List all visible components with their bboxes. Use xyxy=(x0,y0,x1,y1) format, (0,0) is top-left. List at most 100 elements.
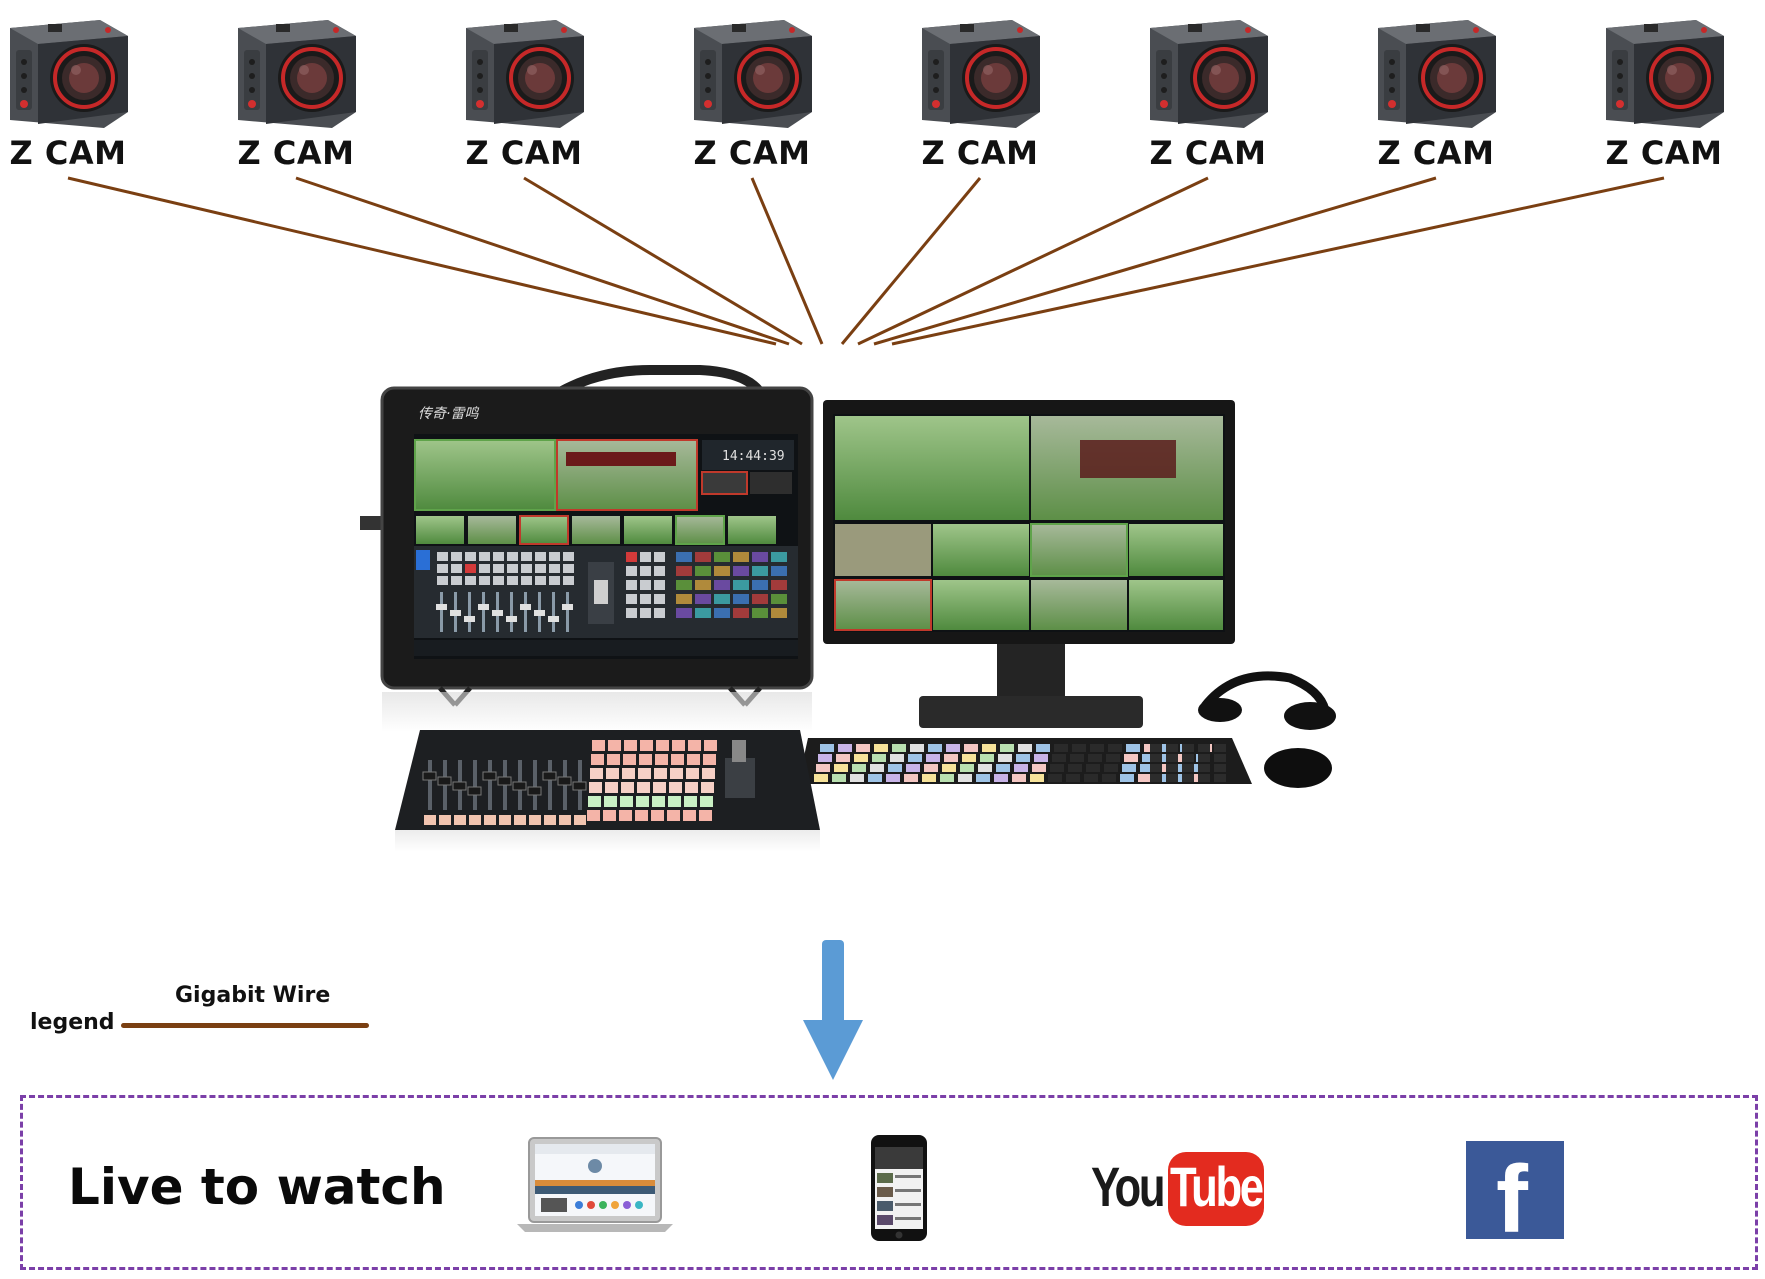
keyboard-key xyxy=(928,744,942,752)
switcher-key xyxy=(637,782,650,793)
unit-button xyxy=(493,564,504,573)
switcher-key xyxy=(638,768,651,779)
switcher-fader-knob xyxy=(557,776,572,786)
keyboard-key xyxy=(1174,774,1188,782)
unit-button xyxy=(437,576,448,585)
unit-effect-thumb xyxy=(752,566,768,576)
switcher-key xyxy=(619,810,632,821)
unit-clock: 14:44:39 xyxy=(722,449,785,464)
keyboard-key xyxy=(1072,744,1086,752)
switcher-key xyxy=(700,796,713,807)
switcher-key xyxy=(703,754,716,765)
keyboard-key xyxy=(1156,774,1170,782)
keyboard-key xyxy=(1018,744,1032,752)
gigabit-wire-3 xyxy=(523,176,803,346)
camera-icon xyxy=(694,20,812,128)
unit-effect-thumb xyxy=(714,580,730,590)
headphones xyxy=(1198,671,1336,730)
keyboard-key xyxy=(832,774,846,782)
switcher-key xyxy=(667,810,680,821)
keyboard-key xyxy=(906,764,920,772)
switcher-key xyxy=(699,810,712,821)
unit-effect-thumb xyxy=(676,580,692,590)
keyboard-key xyxy=(820,744,834,752)
switcher-key xyxy=(668,796,681,807)
unit-fader-knob xyxy=(492,610,503,616)
unit-button xyxy=(535,552,546,561)
switcher-key xyxy=(603,810,616,821)
keyboard-key xyxy=(1070,754,1084,762)
unit-switcher-buttons xyxy=(437,552,574,585)
youtube-tube-box xyxy=(1168,1152,1264,1226)
switcher-key xyxy=(687,754,700,765)
unit-fader-knob xyxy=(548,616,559,622)
switcher-key xyxy=(683,810,696,821)
keyboard-key xyxy=(1066,774,1080,782)
keyboard-key xyxy=(904,774,918,782)
camera-icon xyxy=(1378,20,1496,128)
camera-6: Z CAM xyxy=(1140,8,1290,188)
live-title: Live to watch xyxy=(68,1158,446,1216)
unit-effect-thumb xyxy=(733,580,749,590)
switcher-key xyxy=(607,754,620,765)
keyboard-keys xyxy=(814,744,1226,782)
camera-8: Z CAM xyxy=(1596,8,1746,188)
keyboard-key xyxy=(1036,744,1050,752)
keyboard-numpad-key xyxy=(1214,744,1226,752)
unit-fader-knob xyxy=(450,610,461,616)
switcher-key xyxy=(622,768,635,779)
unit-fader-knob xyxy=(520,604,531,610)
unit-effect-thumb xyxy=(695,580,711,590)
keyboard-key xyxy=(998,754,1012,762)
keyboard-key xyxy=(958,774,972,782)
live-output-box: Live to watch xyxy=(20,1095,1758,1270)
unit-effect-thumb xyxy=(676,608,692,618)
keyboard-key xyxy=(814,774,828,782)
unit-effect-thumb xyxy=(714,594,730,604)
keyboard-key xyxy=(1052,754,1066,762)
camera-icon xyxy=(238,20,356,128)
down-arrow xyxy=(803,940,863,1080)
unit-effect-button xyxy=(640,608,651,618)
keyboard-key xyxy=(850,774,864,782)
unit-effect-button xyxy=(640,580,651,590)
unit-button xyxy=(563,552,574,561)
switcher-key xyxy=(704,740,717,751)
unit-fader-track xyxy=(566,592,569,632)
keyboard-key xyxy=(1084,774,1098,782)
keyboard-key xyxy=(964,744,978,752)
camera-icon xyxy=(466,20,584,128)
keyboard-key xyxy=(942,764,956,772)
unit-button xyxy=(437,552,448,561)
keyboard-key xyxy=(1012,774,1026,782)
switcher-key xyxy=(656,740,669,751)
unit-button xyxy=(479,576,490,585)
gigabit-wire-1 xyxy=(67,176,777,346)
unit-effect-thumb xyxy=(771,608,787,618)
case-handle xyxy=(557,365,764,397)
gigabit-wire-5 xyxy=(840,177,982,345)
switcher-fader-track xyxy=(533,760,537,810)
unit-button xyxy=(493,576,504,585)
camera-label: Z CAM xyxy=(1149,134,1267,172)
switcher-key xyxy=(655,754,668,765)
gigabit-wire-2 xyxy=(295,176,790,346)
keyboard-numpad-key xyxy=(1214,774,1226,782)
switcher-fader-button xyxy=(499,815,511,825)
keyboard-numpad-key xyxy=(1198,754,1210,762)
switcher-key xyxy=(587,810,600,821)
switcher-fader-button xyxy=(574,815,586,825)
keyboard-key xyxy=(1140,764,1154,772)
switcher-fader-knob xyxy=(482,771,497,781)
switcher-fader-knob xyxy=(422,771,437,781)
unit-effect-thumb xyxy=(733,608,749,618)
keyboard-numpad-key xyxy=(1214,754,1226,762)
unit-effect-button xyxy=(654,566,665,576)
keyboard-key xyxy=(1108,744,1122,752)
unit-effect-button xyxy=(626,552,637,562)
camera-3: Z CAM xyxy=(456,8,606,188)
camera-icon xyxy=(1150,20,1268,128)
switcher-key xyxy=(623,754,636,765)
unit-button xyxy=(451,552,462,561)
